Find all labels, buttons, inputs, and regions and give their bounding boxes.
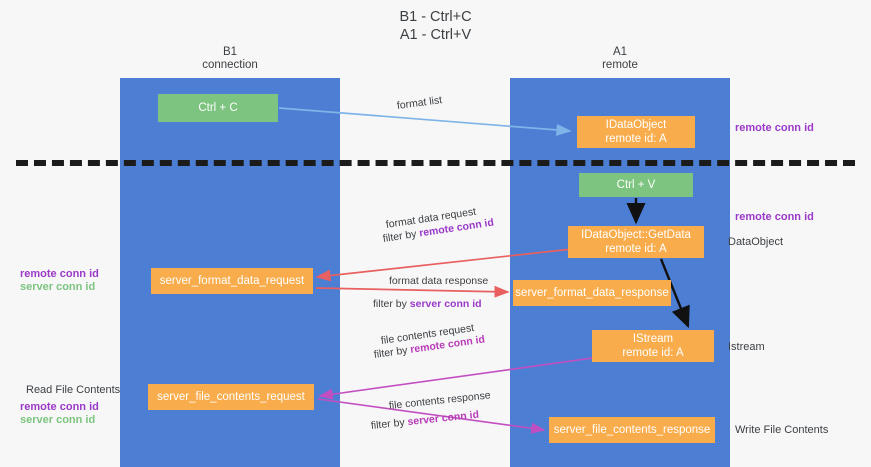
swimlane-header-a1: A1 remote xyxy=(602,46,638,71)
annotation-istream: Istream xyxy=(728,341,765,353)
node-ctrl-c[interactable]: Ctrl + C xyxy=(158,94,278,122)
annotation-remote-conn-id-top: remote conn id xyxy=(735,122,814,134)
page-title: B1 - Ctrl+C A1 - Ctrl+V xyxy=(399,9,472,43)
edge-format-list xyxy=(278,107,572,136)
annotation-left-mid-server-conn-id: server conn id xyxy=(20,281,96,293)
node-server-format-data-request[interactable]: server_format_data_request xyxy=(151,268,313,294)
node-server-format-data-response[interactable]: server_format_data_response xyxy=(513,280,671,306)
annotation-write-file-contents: Write File Contents xyxy=(735,424,829,436)
filter-key: server conn id xyxy=(409,298,482,310)
edge-label-format-data-response: format data response xyxy=(389,275,489,287)
edge-getdata-to-istream xyxy=(659,258,690,329)
annotation-read-file-contents: Read File Contents xyxy=(26,384,121,396)
node-idataobject-getdata[interactable]: IDataObject::GetData remote id: A xyxy=(568,226,704,258)
node-ctrl-v[interactable]: Ctrl + V xyxy=(579,173,693,197)
filter-prefix: filter by xyxy=(370,416,409,432)
node-istream-remote[interactable]: IStream remote id: A xyxy=(592,330,714,362)
annotation-dataobject: DataObject xyxy=(728,236,784,248)
node-server-file-contents-response[interactable]: server_file_contents_response xyxy=(549,417,715,443)
node-idataobject-remote[interactable]: IDataObject remote id: A xyxy=(577,116,695,148)
section-divider xyxy=(16,160,855,166)
swimlane-header-b1: B1 connection xyxy=(202,46,258,71)
annotation-left-bot-remote-conn-id: remote conn id xyxy=(20,401,99,413)
edge-file-contents-response xyxy=(317,398,546,434)
edge-format-data-response xyxy=(315,285,510,298)
edge-label-format-data-response-filter: filter by server conn id xyxy=(373,298,482,311)
annotation-left-mid-remote-conn-id: remote conn id xyxy=(20,268,99,280)
node-server-file-contents-request[interactable]: server_file_contents_request xyxy=(148,384,314,410)
filter-prefix: filter by xyxy=(373,298,410,310)
annotation-remote-conn-id-mid: remote conn id xyxy=(735,211,814,223)
annotation-left-bot-server-conn-id: server conn id xyxy=(20,414,96,426)
